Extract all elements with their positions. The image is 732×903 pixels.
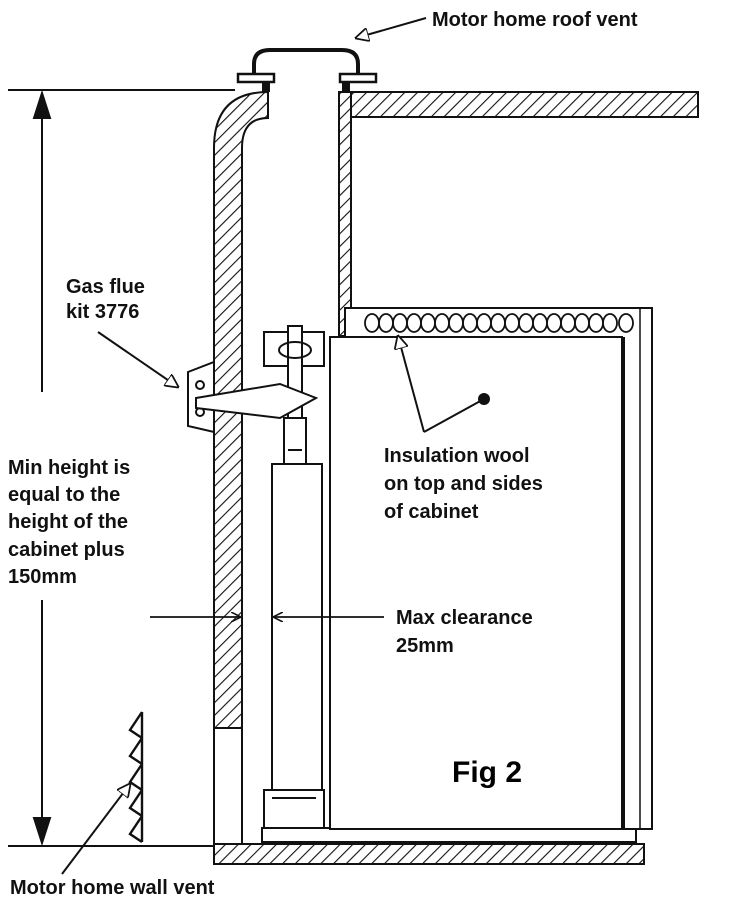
clearance-label-line2: 25mm [396, 635, 454, 657]
roof-vent-cap [236, 48, 378, 92]
leader-arrows [61, 17, 485, 875]
wall-section [213, 90, 269, 849]
insulation-wool [364, 313, 634, 333]
min-height-line-4: cabinet plus [8, 539, 125, 561]
gas-flue-label-line1: Gas flue [66, 276, 145, 298]
min-height-line-1: Min height is [8, 457, 130, 479]
insulation-label-line1: Insulation wool [384, 445, 530, 467]
floor-section [213, 827, 645, 865]
wall-vent-label: Motor home wall vent [10, 877, 215, 899]
wall-vent-louvres [128, 711, 144, 843]
min-height-line-2: equal to the [8, 484, 120, 506]
insulation-label-line3: of cabinet [384, 501, 479, 523]
vent-shaft [267, 91, 352, 337]
gas-flue-label-line2: kit 3776 [66, 301, 139, 323]
clearance-label-line1: Max clearance [396, 607, 533, 629]
min-height-line-5: 150mm [8, 566, 77, 588]
min-height-dimension [8, 89, 235, 847]
figure-label: Fig 2 [452, 756, 522, 789]
gas-burner-assembly [263, 325, 325, 829]
min-height-line-3: height of the [8, 511, 128, 533]
insulation-leader-dot [478, 393, 490, 405]
roof-vent-label: Motor home roof vent [432, 9, 638, 31]
roof-section [344, 91, 699, 118]
gas-flue-kit [187, 360, 319, 434]
insulation-label-line2: on top and sides [384, 473, 543, 495]
cabinet [329, 307, 653, 830]
